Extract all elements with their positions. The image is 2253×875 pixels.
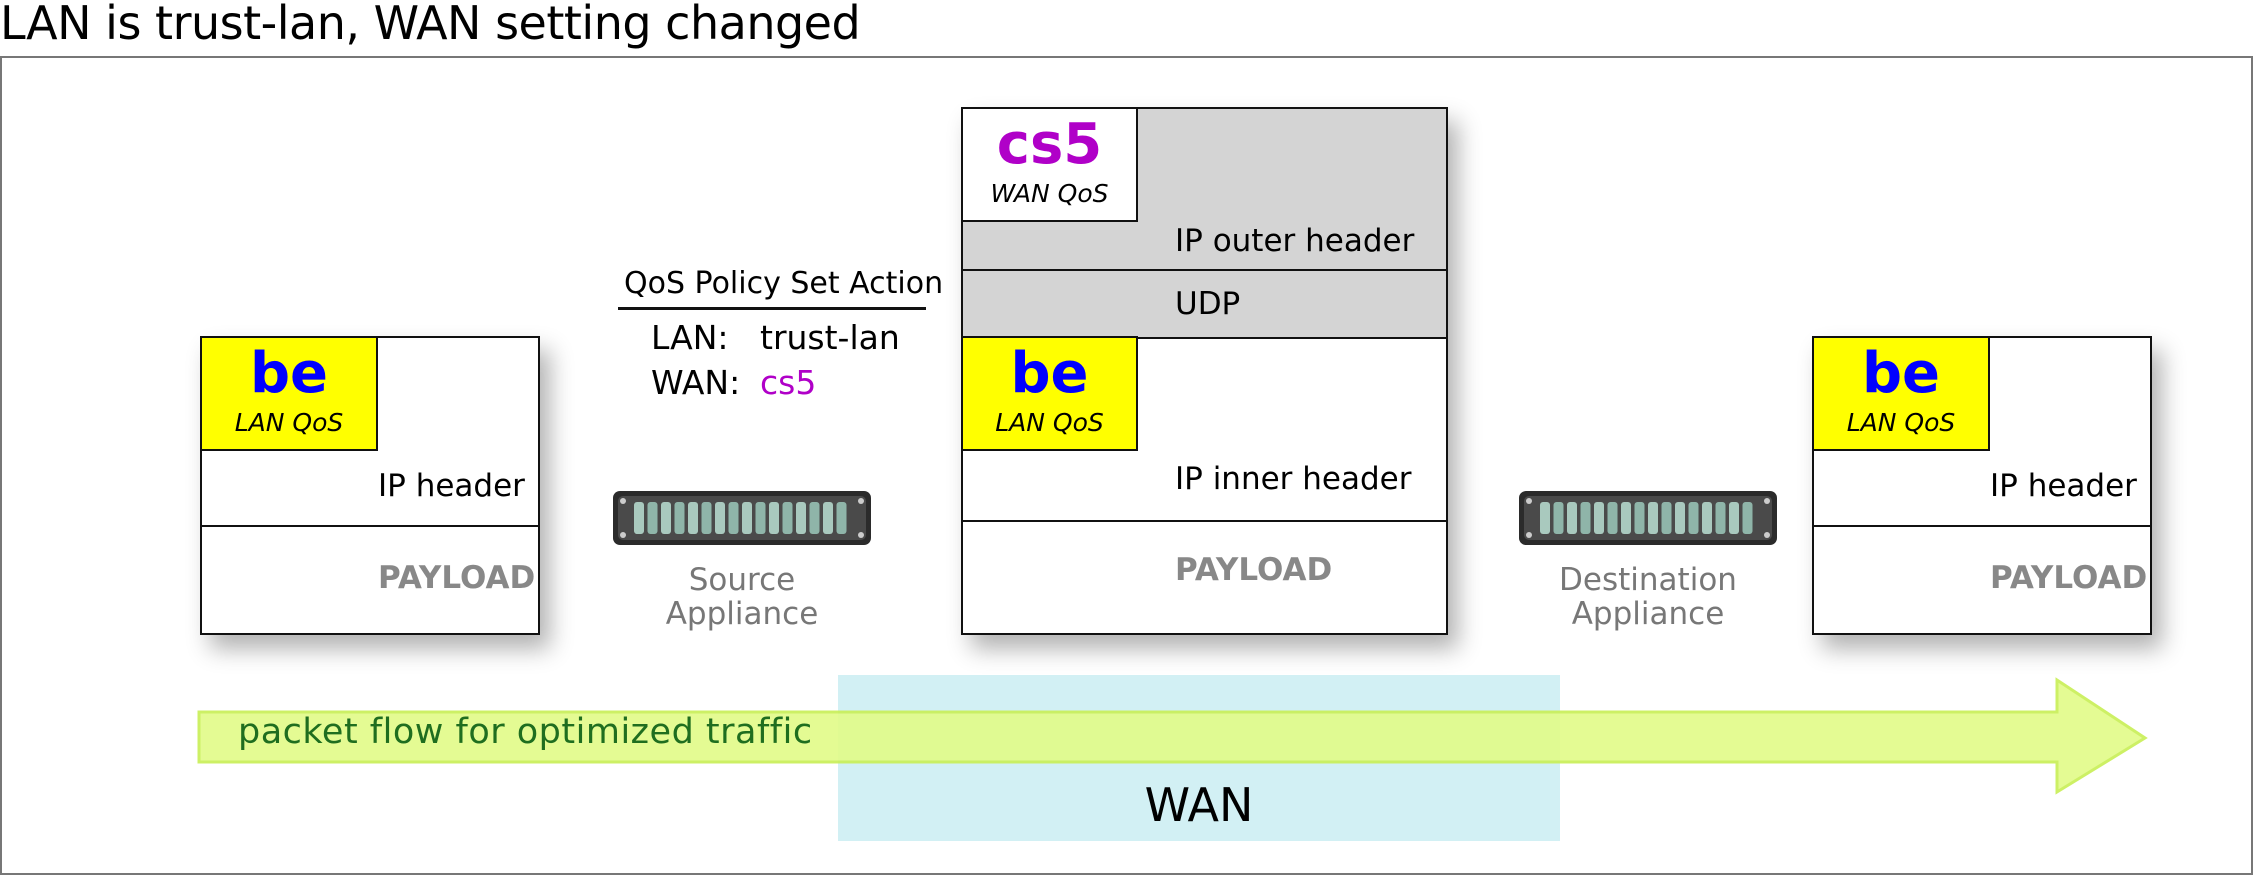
source-payload: PAYLOAD [378,560,536,596]
flow-label: packet flow for optimized traffic [238,712,813,752]
appliance-vent-slot [742,502,752,534]
tunnel-divider-udp [963,337,1446,339]
policy-lan-value: trust-lan [760,318,900,357]
destination-lan-qos-box: be LAN QoS [1812,336,1990,451]
appliance-vent-slot [823,502,833,534]
source-appliance-label: Source Appliance [612,563,872,631]
appliance-vent-slot [1702,502,1712,534]
source-packet-divider [202,525,538,527]
appliance-vent-slot [1634,502,1645,534]
appliance-vent-slot [647,502,658,534]
source-lan-qos-label: LAN QoS [234,408,344,437]
tunnel-divider-inner [963,520,1446,522]
appliance-vent-slot [1553,502,1564,534]
destination-lan-qos-label: LAN QoS [1846,408,1956,437]
policy-wan-value: cs5 [760,363,817,402]
appliance-vent-slot [1607,502,1618,534]
tunnel-payload: PAYLOAD [1175,552,1333,588]
appliance-vent-slot [755,502,766,534]
source-appliance-icon [613,491,871,545]
tunnel-wan-qos-label: WAN QoS [990,179,1109,208]
policy-lan-key: LAN: [651,318,729,357]
destination-appliance-icon [1519,491,1777,545]
destination-ip-header: IP header [1990,468,2137,504]
appliance-vent-slot [1580,502,1591,534]
appliance-vent-slot [1567,502,1577,534]
flow-arrow-shape [197,677,2148,795]
appliance-vent-slot [1729,502,1739,534]
tunnel-divider-outer [963,269,1446,271]
appliance-vent-slot [701,502,712,534]
appliance-vent-slot [688,502,698,534]
appliance-vent-slot [782,502,793,534]
destination-packet-divider [1814,525,2150,527]
destination-payload: PAYLOAD [1990,560,2148,596]
tunnel-udp: UDP [1175,286,1241,322]
appliance-vent-slot [674,502,685,534]
source-lan-qos-code: be [249,341,329,406]
source-ip-header: IP header [378,468,525,504]
appliance-vent-slot [1621,502,1631,534]
destination-appliance-line1: Destination [1559,562,1737,598]
appliance-vent-slot [1540,502,1550,534]
tunnel-lan-qos-code: be [1010,341,1089,406]
appliance-vent-slot [1688,502,1699,534]
appliance-vent-slot [1648,502,1658,534]
appliance-vent-slot [769,502,779,534]
policy-underline [618,307,926,310]
tunnel-lan-qos-label: LAN QoS [995,408,1104,437]
appliance-vent-slot [715,502,725,534]
appliance-vent-slot [634,502,644,534]
appliance-vent-slot [1742,502,1753,534]
destination-lan-qos-code: be [1861,341,1941,406]
appliance-vent-slot [1675,502,1685,534]
destination-appliance-line2: Appliance [1571,596,1725,632]
appliance-vent-slot [661,502,671,534]
appliance-vent-slot [728,502,739,534]
tunnel-outer-header: IP outer header [1175,223,1415,259]
tunnel-inner-header: IP inner header [1175,461,1412,497]
policy-wan-key: WAN: [651,363,741,402]
source-appliance-line1: Source [688,562,796,598]
appliance-vent-slot [836,502,847,534]
tunnel-wan-qos-code: cs5 [996,112,1103,177]
diagram-title: LAN is trust-lan, WAN setting changed [0,0,861,50]
appliance-vent-slot [796,502,806,534]
tunnel-lan-qos-box: be LAN QoS [961,336,1138,451]
source-lan-qos-box: be LAN QoS [200,336,378,451]
appliance-vent-slot [1661,502,1672,534]
appliance-vent-slot [1594,502,1604,534]
wan-label: WAN [1144,778,1254,832]
destination-appliance-label: Destination Appliance [1518,563,1778,631]
appliance-vent-slot [1715,502,1726,534]
policy-title: QoS Policy Set Action [624,266,944,301]
appliance-vent-slot [809,502,820,534]
source-appliance-line2: Appliance [665,596,819,632]
tunnel-wan-qos-box: cs5 WAN QoS [961,107,1138,222]
